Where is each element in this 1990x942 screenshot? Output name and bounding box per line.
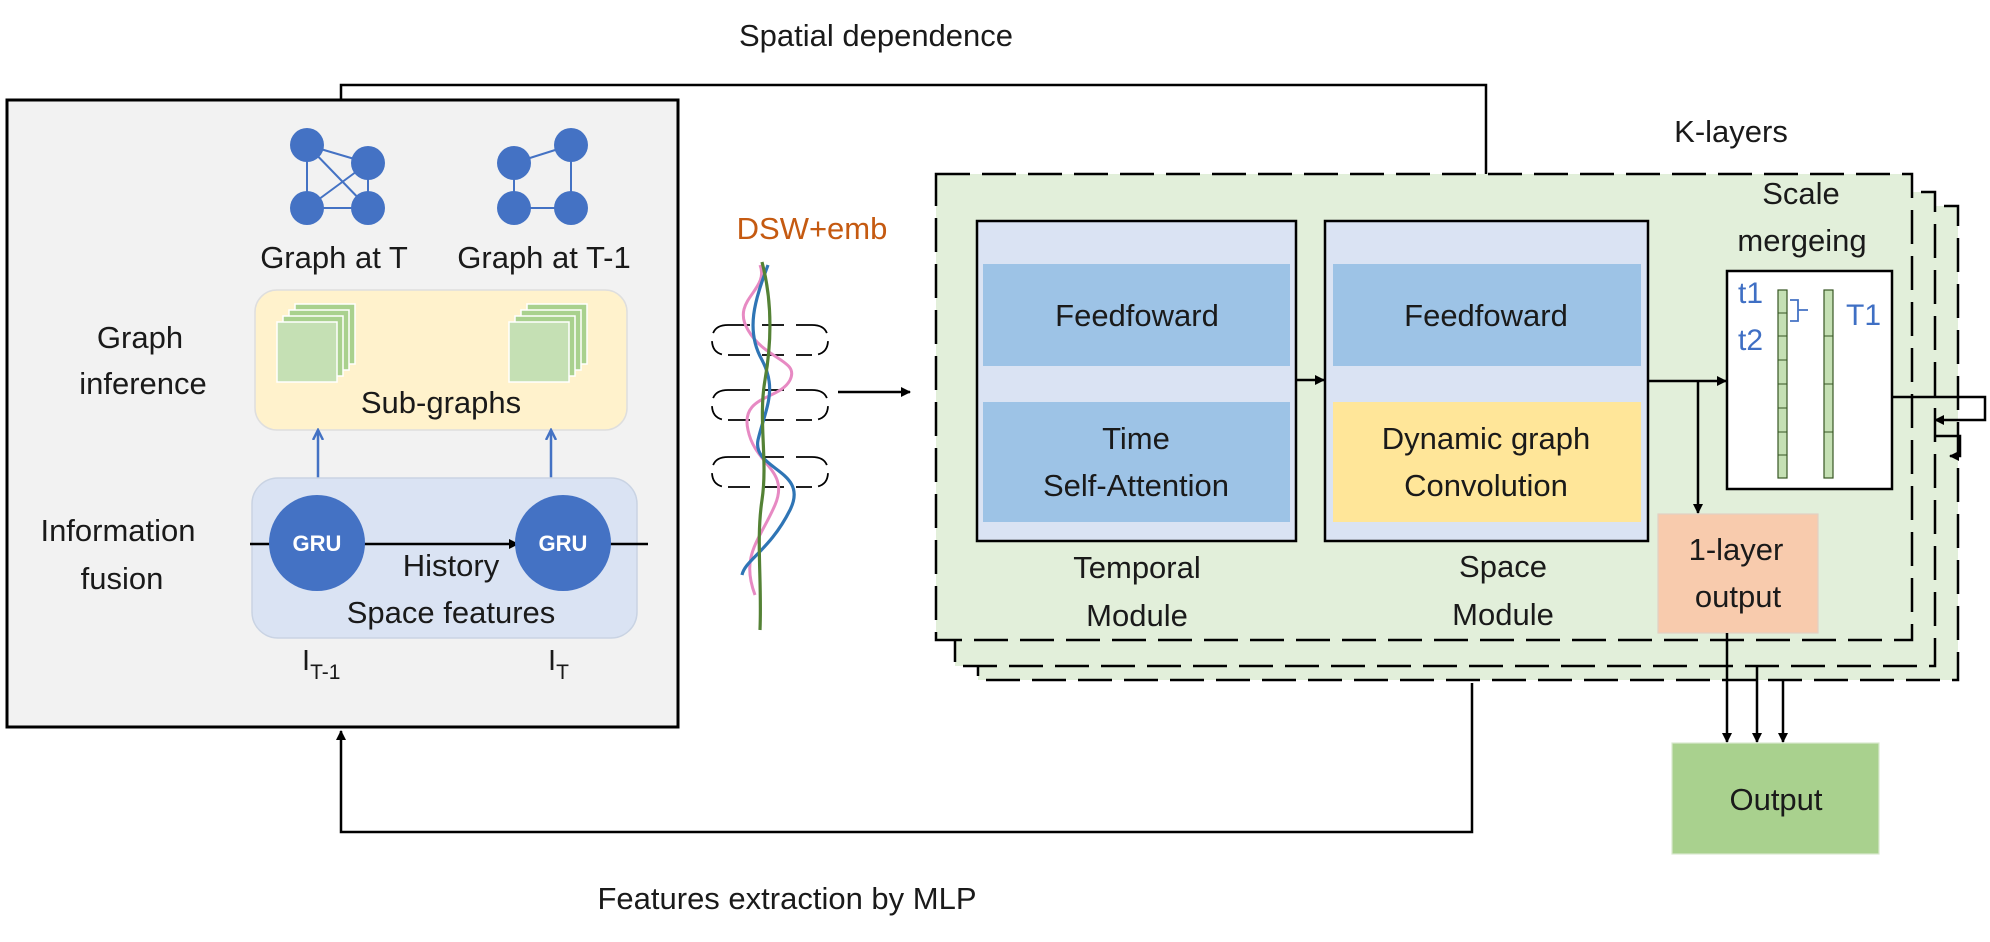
k-layers-label: K-layers (1674, 114, 1788, 149)
graph-inference-label-2: inference (79, 366, 207, 401)
history-label: History (403, 548, 500, 583)
graph-inference-label-1: Graph (97, 320, 183, 355)
space-feedforward-block (1333, 264, 1641, 366)
time-self-attention-label-1: Time (1102, 421, 1170, 456)
time-self-attention-block (983, 402, 1290, 522)
features-extraction-arrow (336, 683, 1474, 834)
dsw-curve-green (757, 261, 772, 631)
one-layer-output-label-2: output (1695, 579, 1782, 614)
gru-label-left: GRU (293, 531, 342, 556)
dsw-curve-blue (740, 264, 796, 576)
space-module-label-1: Space (1459, 549, 1547, 584)
i-t1-label: IT-1 (302, 645, 340, 684)
temporal-feedforward-block (983, 264, 1290, 366)
output-box (1671, 742, 1880, 855)
gru-node-right (515, 495, 611, 591)
sequence-bar-fine (1777, 289, 1788, 479)
loopback-arrow-1 (1892, 395, 1987, 425)
temporal-module-label-2: Module (1086, 598, 1188, 633)
dynamic-graph-label-1: Dynamic graph (1382, 421, 1590, 456)
t1-small-label: t1 (1738, 277, 1763, 310)
subgraph-stack-right (508, 303, 588, 383)
space-features-label: Space features (347, 595, 556, 630)
spatial-dependence-label: Spatial dependence (739, 18, 1013, 53)
loopback-arrow-2 (1935, 434, 1962, 461)
gru-label-right: GRU (539, 531, 588, 556)
graph-at-t-label: Graph at T (260, 240, 408, 275)
dsw-emb-label: DSW+emb (737, 211, 888, 246)
dynamic-graph-label-2: Convolution (1404, 468, 1568, 503)
one-layer-output-box (1657, 513, 1819, 634)
graph-t-icon (290, 128, 385, 225)
sub-graphs-label: Sub-graphs (361, 385, 521, 420)
t2-small-label: t2 (1738, 324, 1763, 357)
sequence-bar-coarse (1823, 289, 1834, 479)
left-panel: Graph at T Graph at T-1 Graph inference … (5, 98, 680, 729)
information-fusion-label-2: fusion (81, 561, 164, 596)
space-feedforward-label: Feedfoward (1404, 298, 1568, 333)
graph-at-t1-label: Graph at T-1 (457, 240, 630, 275)
time-self-attention-label-2: Self-Attention (1043, 468, 1229, 503)
scale-merging-label-1: Scale (1762, 176, 1840, 211)
spatial-dependence-arrow (339, 83, 1491, 215)
information-fusion-label-1: Information (40, 513, 195, 548)
i-t-label: IT (548, 645, 569, 684)
temporal-module-label-1: Temporal (1073, 550, 1201, 585)
gru-node-left (269, 495, 365, 591)
one-layer-output-label-1: 1-layer (1689, 532, 1784, 567)
output-label: Output (1729, 782, 1822, 817)
subgraph-stack-left (276, 303, 356, 383)
merge-bracket (1790, 299, 1808, 322)
scale-merging-label-2: mergeing (1737, 223, 1866, 258)
features-extraction-label: Features extraction by MLP (597, 881, 976, 916)
space-module-label-2: Module (1452, 597, 1554, 632)
temporal-feedforward-label: Feedfoward (1055, 298, 1219, 333)
graph-t1-icon (497, 128, 588, 225)
T1-label: T1 (1846, 299, 1881, 332)
dynamic-graph-block (1333, 402, 1641, 522)
dsw-curve-pink (741, 264, 794, 596)
scale-merging-box (1725, 269, 1894, 491)
